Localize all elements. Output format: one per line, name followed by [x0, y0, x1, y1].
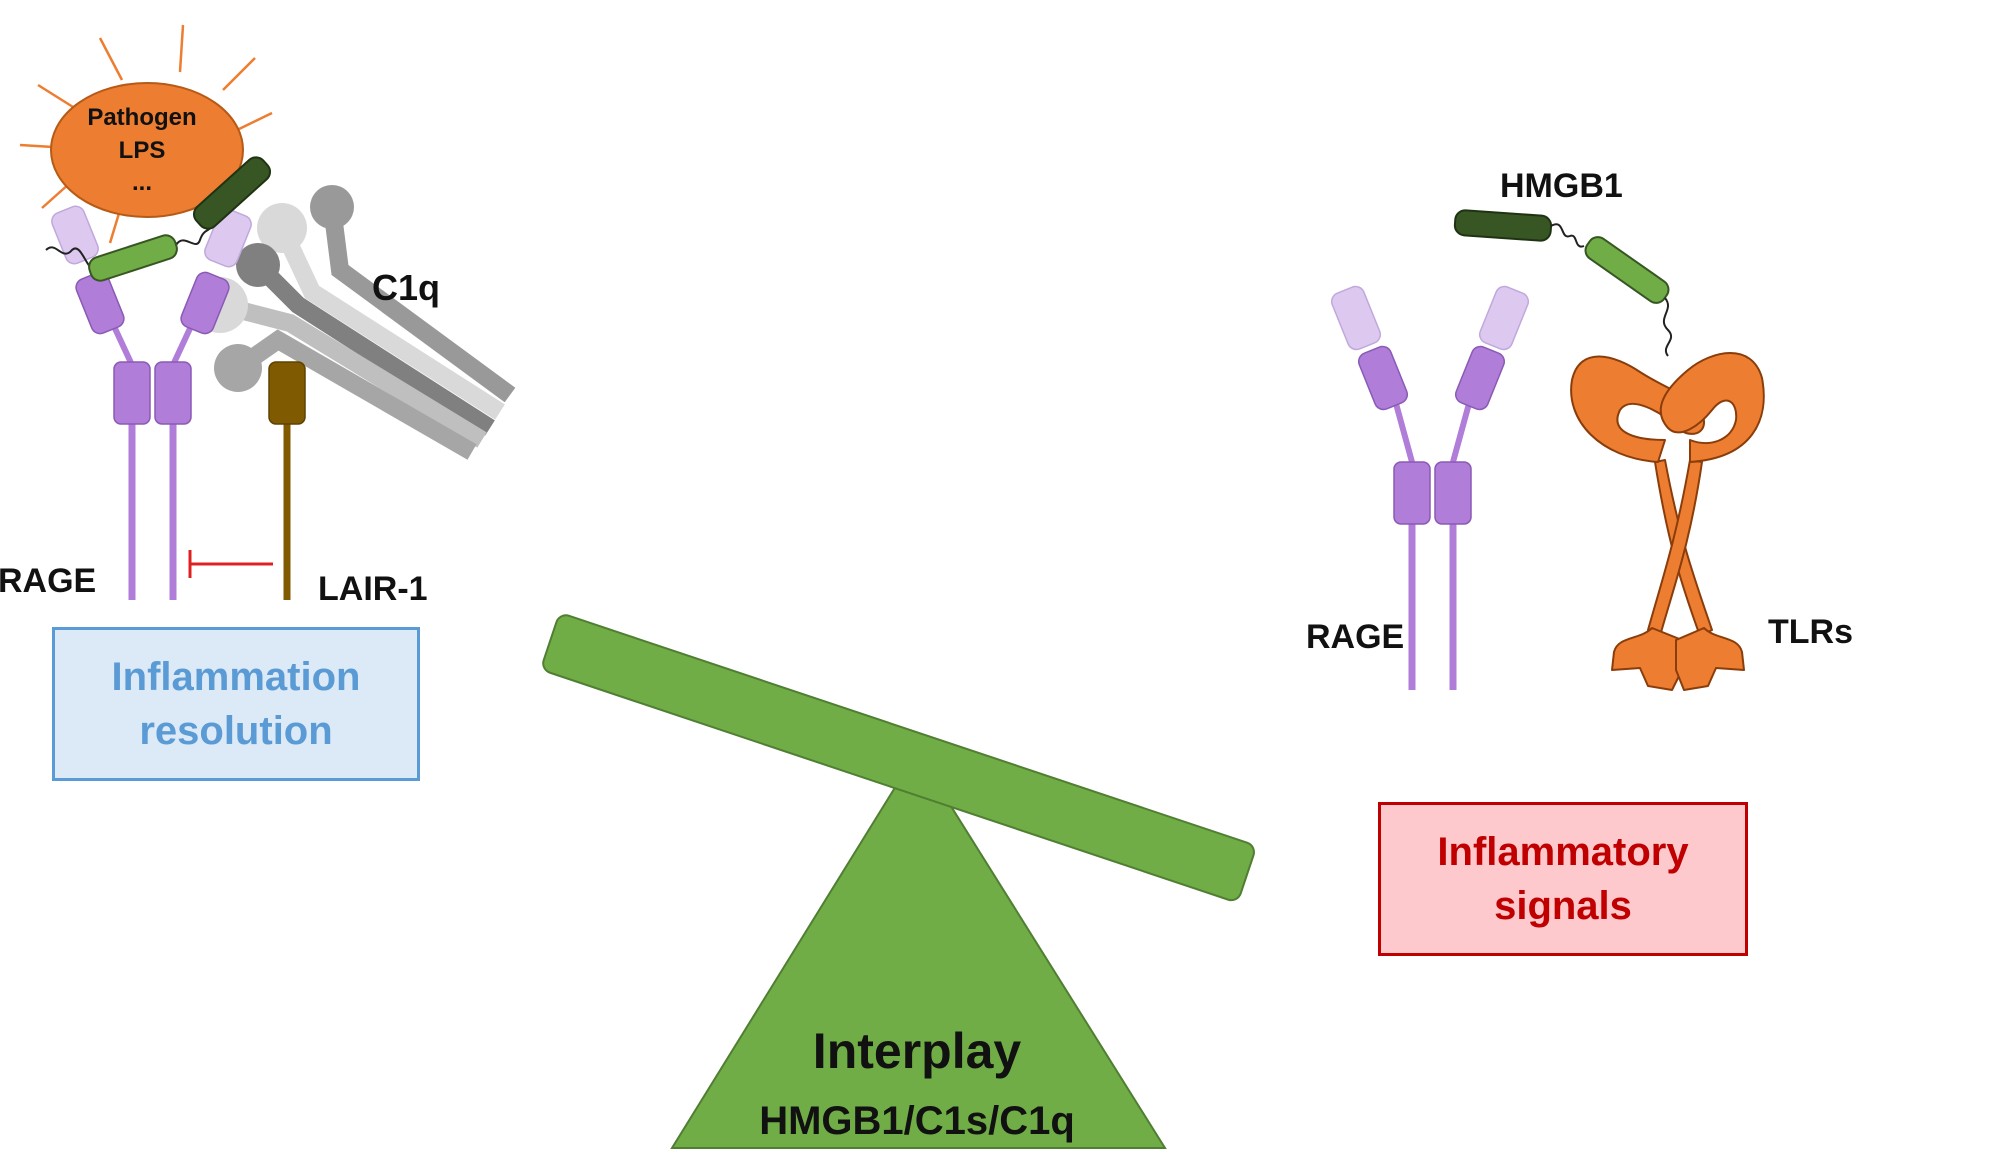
resolution-line-1: Inflammation [111, 655, 361, 699]
c1q-label: C1q [372, 267, 440, 308]
pathogen-label-2: LPS [119, 137, 166, 164]
inflammation-resolution-box: Inflammation resolution [52, 627, 420, 781]
rage-label-left: RAGE [0, 562, 96, 600]
lair1-receptor [268, 361, 306, 600]
tlr-receptor [1570, 352, 1765, 691]
resolution-line-2: resolution [139, 709, 333, 753]
fulcrum-title: Interplay [813, 1023, 1022, 1079]
hmgb1-free-right [1453, 209, 1673, 357]
pathogen-label-3: ... [132, 169, 152, 196]
inflammatory-signals-box: Inflammatory signals [1378, 802, 1748, 956]
fulcrum-subtitle: HMGB1/C1s/C1q [759, 1099, 1075, 1143]
rage-receptor-left [51, 205, 252, 600]
inflammatory-line-1: Inflammatory [1437, 830, 1689, 874]
pathogen-label-1: Pathogen [87, 104, 196, 131]
hmgb1-label-right: HMGB1 [1500, 167, 1623, 205]
inflammatory-line-2: signals [1494, 884, 1632, 928]
inhibition-arrow [188, 550, 273, 578]
pathogen-cell [50, 82, 244, 218]
lair1-label: LAIR-1 [318, 570, 428, 608]
tlrs-label: TLRs [1768, 613, 1853, 651]
fulcrum-triangle [670, 750, 1167, 1149]
pathogen-rays [19, 24, 273, 244]
rage-label-right: RAGE [1306, 618, 1404, 656]
rage-receptor-right [1330, 285, 1530, 690]
c1q-protein [192, 185, 516, 460]
hmgb1-bound-left [45, 156, 272, 282]
seesaw-beam [542, 614, 1255, 902]
